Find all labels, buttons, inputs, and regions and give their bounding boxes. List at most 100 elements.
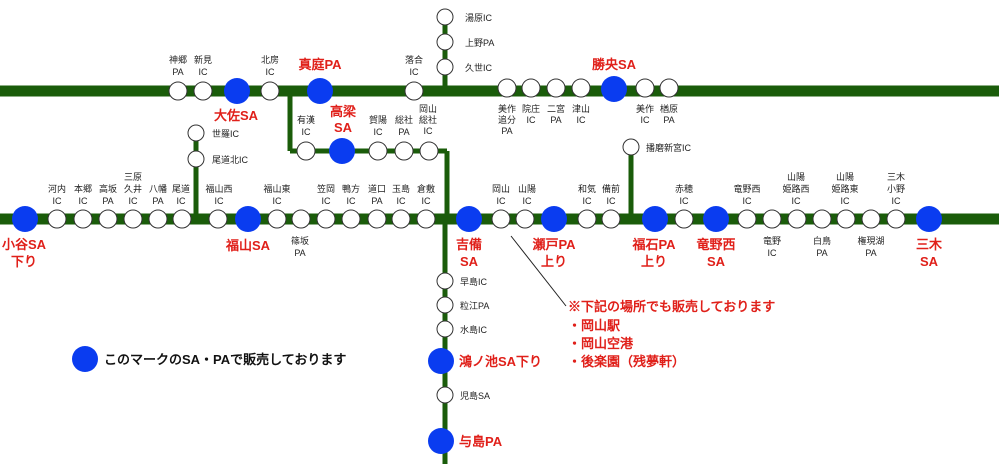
stop-tamashima-ic[interactable] bbox=[391, 209, 411, 229]
stop-insho-ic[interactable] bbox=[521, 78, 541, 98]
stop-sanyo-himeji-nishi-ic[interactable] bbox=[787, 209, 807, 229]
label-line: PA bbox=[550, 115, 561, 125]
label-line: PA bbox=[102, 196, 113, 206]
stop-hayashima-ic[interactable] bbox=[436, 272, 454, 290]
sales-point-konoike-sa-down[interactable] bbox=[428, 348, 454, 374]
stop-sera-ic[interactable] bbox=[187, 124, 205, 142]
sales-point-osa-sa[interactable] bbox=[224, 78, 250, 104]
label-line: 姫路西 bbox=[782, 183, 809, 194]
stop-fukuyama-nishi-ic[interactable] bbox=[208, 209, 228, 229]
stop-takasaka-pa[interactable] bbox=[98, 209, 118, 229]
stop-tatsuno-nishi-ic[interactable] bbox=[737, 209, 757, 229]
stop-onomichi-ic[interactable] bbox=[172, 209, 192, 229]
stop-mihara-kui-ic[interactable] bbox=[123, 209, 143, 229]
stop-mimasaka-ic[interactable] bbox=[635, 78, 655, 98]
stop-arikan-ic[interactable] bbox=[296, 141, 316, 161]
note-heading: ※下記の場所でも販売しております bbox=[568, 299, 775, 314]
label-line: IC bbox=[347, 196, 357, 206]
label-fukuyama-sa: 福山SA bbox=[225, 238, 271, 253]
sales-point-kibi-sa[interactable] bbox=[456, 206, 482, 232]
stop-hachiman-pa[interactable] bbox=[148, 209, 168, 229]
sales-point-fukuyama-sa[interactable] bbox=[235, 206, 261, 232]
label-line: 山陽 bbox=[787, 172, 805, 182]
stop-kamigo-pa[interactable] bbox=[168, 81, 188, 101]
stop-narahara-pa[interactable] bbox=[659, 78, 679, 98]
stop-bizen-ic[interactable] bbox=[601, 209, 621, 229]
stop-okayama-ic[interactable] bbox=[491, 209, 511, 229]
label-line: 福山東 bbox=[263, 183, 290, 194]
stop-soja-pa[interactable] bbox=[394, 141, 414, 161]
label-line: 小谷SA bbox=[2, 237, 47, 252]
label-line: IC bbox=[79, 196, 89, 206]
stop-kurae-pa[interactable] bbox=[436, 296, 454, 314]
label-line: IC bbox=[199, 67, 209, 77]
stop-okayama-soja-ic[interactable] bbox=[419, 141, 439, 161]
stop-mizushima-ic[interactable] bbox=[436, 320, 454, 338]
stop-tatsuno-ic[interactable] bbox=[762, 209, 782, 229]
label-line: 本郷 bbox=[74, 183, 92, 194]
stop-harima-shingu-ic[interactable] bbox=[622, 138, 640, 156]
label-kurae-pa: 粒江PA bbox=[460, 300, 489, 311]
sales-point-miki-sa[interactable] bbox=[916, 206, 942, 232]
stop-gongenko-pa[interactable] bbox=[861, 209, 881, 229]
stop-fukuyama-higashi-ic[interactable] bbox=[267, 209, 287, 229]
label-line: 上り bbox=[541, 254, 567, 269]
stop-shinozaka-pa[interactable] bbox=[291, 209, 311, 229]
label-ueno-pa: 上野PA bbox=[465, 38, 494, 48]
stop-kayo-ic[interactable] bbox=[368, 141, 388, 161]
label-line: 岡山 bbox=[492, 184, 510, 194]
stop-mimasaka-oiwake-pa[interactable] bbox=[497, 78, 517, 98]
stop-wake-ic[interactable] bbox=[577, 209, 597, 229]
stop-kasaoka-ic[interactable] bbox=[316, 209, 336, 229]
stop-kurashiki-ic[interactable] bbox=[416, 209, 436, 229]
sales-point-takahashi-sa[interactable] bbox=[329, 138, 355, 164]
stop-michiguchi-pa[interactable] bbox=[367, 209, 387, 229]
stop-kojima-sa[interactable] bbox=[436, 386, 454, 404]
sales-point-yakage-sa-down[interactable] bbox=[12, 206, 38, 232]
stop-tsuyama-ic[interactable] bbox=[571, 78, 591, 98]
stop-ueno-pa[interactable] bbox=[436, 33, 454, 51]
stop-sanyo-himeji-higashi-ic[interactable] bbox=[836, 209, 856, 229]
stop-niimi-ic[interactable] bbox=[193, 81, 213, 101]
stop-shirotori-pa[interactable] bbox=[812, 209, 832, 229]
stop-yubara-ic[interactable] bbox=[436, 8, 454, 26]
sales-point-yoshima-pa[interactable] bbox=[428, 428, 454, 454]
stop-miki-ono-ic[interactable] bbox=[886, 209, 906, 229]
map-legend: このマークのSA・PAで販売しております bbox=[72, 346, 346, 372]
sales-point-maniwa-pa[interactable] bbox=[307, 78, 333, 104]
sales-point-seto-pa-up[interactable] bbox=[541, 206, 567, 232]
stop-kochi-ic[interactable] bbox=[47, 209, 67, 229]
sales-point-tatsuno-nishi-sa[interactable] bbox=[703, 206, 729, 232]
sales-point-fukuishi-pa-up[interactable] bbox=[642, 206, 668, 232]
stop-ninomiya-pa[interactable] bbox=[546, 78, 566, 98]
stop-ochiai-ic[interactable] bbox=[404, 81, 424, 101]
label-line: SA bbox=[920, 254, 939, 269]
stop-hokubo-ic[interactable] bbox=[260, 81, 280, 101]
label-kuse-ic: 久世IC bbox=[465, 62, 493, 73]
stop-kamogata-ic[interactable] bbox=[341, 209, 361, 229]
harima-stops: 播磨新宮IC bbox=[622, 138, 692, 156]
stop-sanyo-ic[interactable] bbox=[515, 209, 535, 229]
stop-hongo-ic[interactable] bbox=[73, 209, 93, 229]
label-line: IC bbox=[177, 196, 187, 206]
stop-onomichi-kita-ic[interactable] bbox=[187, 150, 205, 168]
stop-kuse-ic[interactable] bbox=[436, 58, 454, 76]
sales-point-shoboku-sa[interactable] bbox=[601, 76, 627, 102]
label-line: 三原 bbox=[124, 172, 142, 182]
stop-ako-ic[interactable] bbox=[674, 209, 694, 229]
